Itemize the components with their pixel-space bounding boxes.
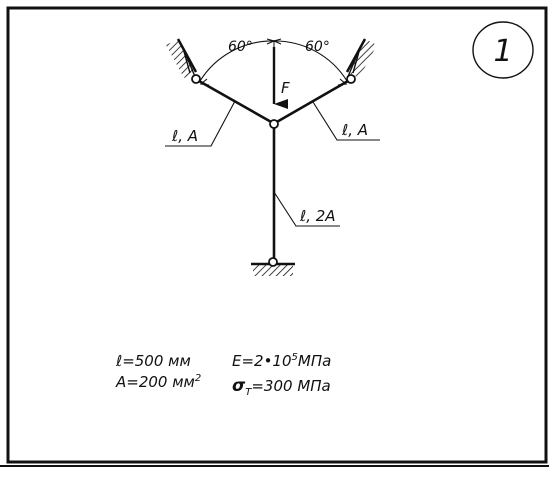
ground-support <box>251 257 295 276</box>
central-joint <box>269 119 279 129</box>
right-hinge <box>346 74 356 84</box>
right-wall-support <box>345 38 377 84</box>
ground-hinge <box>268 257 278 267</box>
sheet-frame <box>0 6 549 467</box>
param-yield-stress: σT=300 МПа <box>232 376 331 398</box>
right-rod-label: ℓ, A <box>341 121 368 139</box>
rod-labels: ℓ, A ℓ, A ℓ, 2A <box>165 100 380 227</box>
left-rod-label: ℓ, A <box>171 127 198 145</box>
left-rod <box>198 79 274 125</box>
parameters-block: ℓ=500 мм A=200 мм2 E=2•105МПа σT=300 МПа <box>115 352 331 398</box>
force-arrow: F <box>272 47 290 109</box>
param-modulus: E=2•105МПа <box>232 352 331 370</box>
sheet-number: 1 <box>493 34 512 69</box>
left-wall-support <box>166 38 201 84</box>
right-rod <box>274 79 349 125</box>
vertical-rod-label: ℓ, 2A <box>299 207 336 225</box>
angle-dimensions: 60° 60° <box>199 38 348 86</box>
angle-left-label: 60° <box>228 39 253 55</box>
sheet-number-circle <box>472 21 534 79</box>
force-label: F <box>281 79 290 97</box>
angle-right-label: 60° <box>305 39 330 55</box>
param-area: A=200 мм2 <box>115 373 201 391</box>
sheet-number-badge: 1 <box>472 21 534 79</box>
param-length: ℓ=500 мм <box>115 352 191 370</box>
left-hinge <box>191 74 201 84</box>
